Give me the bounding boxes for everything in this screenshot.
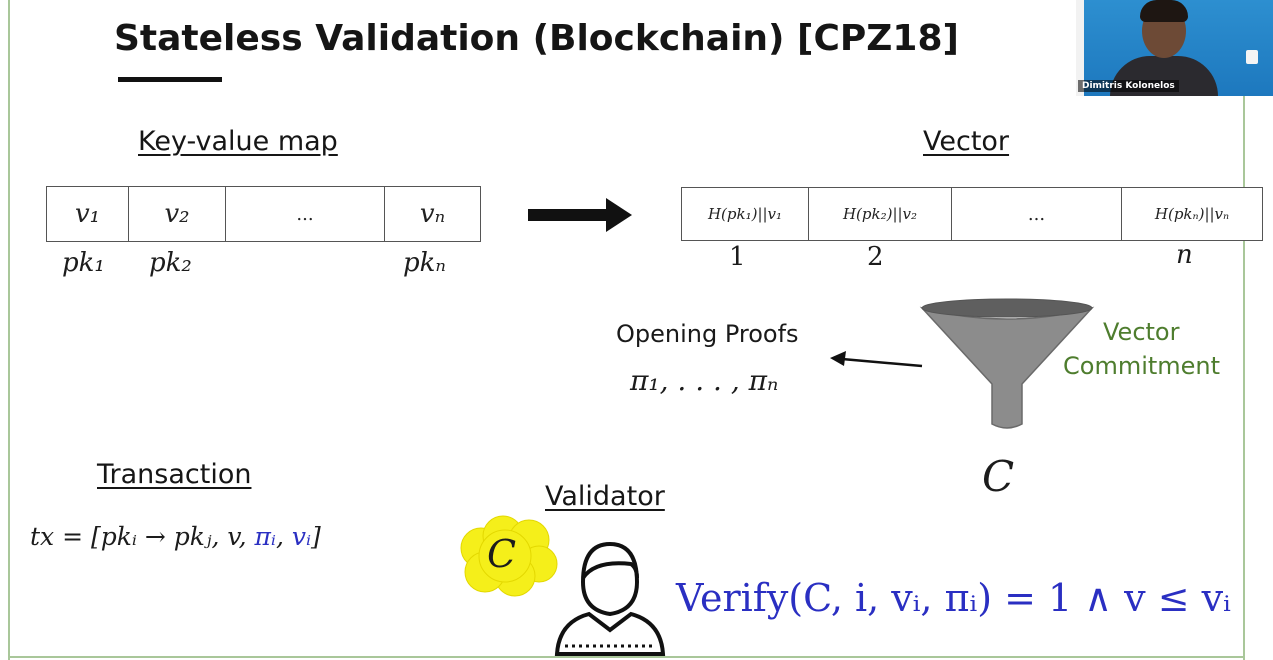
- vector-cell: H(pk₁)||v₁: [682, 188, 809, 240]
- keyvalue-cell: v₂: [129, 187, 226, 241]
- slide-border-left: [8, 0, 10, 660]
- vector-commitment-line1: Vector: [1103, 318, 1180, 346]
- key-label: pkₙ: [403, 248, 446, 278]
- commitment-symbol: C: [982, 452, 1015, 501]
- webcam-wall: [1076, 0, 1084, 96]
- slide-title: Stateless Validation (Blockchain) [CPZ18…: [114, 18, 959, 59]
- verify-formula: Verify(C, i, vᵢ, πᵢ) = 1 ∧ v ≤ vᵢ: [676, 576, 1231, 620]
- vector-cell: H(pk₂)||v₂: [809, 188, 952, 240]
- slide-border-right: [1243, 0, 1245, 660]
- vector-cell-ellipsis: ...: [952, 188, 1122, 240]
- validator-heading: Validator: [545, 481, 665, 512]
- transaction-heading: Transaction: [97, 459, 252, 490]
- vector-index: 2: [867, 242, 884, 272]
- webcam-background-device: [1246, 50, 1258, 64]
- vector-commitment-line2: Commitment: [1063, 352, 1221, 380]
- transaction-prefix: tx = [pkᵢ → pkⱼ, v,: [30, 522, 255, 551]
- keyvalue-cell-ellipsis: ...: [226, 187, 385, 241]
- cloud-icon: [460, 515, 558, 597]
- transaction-separator: ,: [275, 522, 292, 551]
- webcam-video[interactable]: Dimitris Kolonelos: [1076, 0, 1273, 96]
- vector-row: H(pk₁)||v₁ H(pk₂)||v₂ ... H(pkₙ)||vₙ: [681, 187, 1263, 241]
- transaction-suffix: ]: [311, 522, 321, 551]
- key-label: pk₂: [149, 248, 192, 278]
- webcam-participant-name: Dimitris Kolonelos: [1078, 80, 1179, 92]
- person-icon: [554, 541, 666, 656]
- keyvalue-heading: Key-value map: [138, 126, 338, 157]
- cloud-symbol: C: [487, 532, 517, 576]
- vector-cell: H(pkₙ)||vₙ: [1154, 205, 1230, 223]
- keyvalue-cell: vₙ: [419, 199, 446, 229]
- key-label: pk₁: [62, 248, 105, 278]
- vector-index: 1: [729, 242, 746, 272]
- vector-heading: Vector: [923, 126, 1010, 157]
- webcam-person-hair: [1140, 0, 1188, 22]
- transaction-proof: πᵢ: [254, 522, 276, 551]
- vector-index: n: [1176, 240, 1193, 270]
- left-arrow-icon: [830, 351, 923, 368]
- opening-proofs-formula: π₁, . . . , πₙ: [630, 364, 779, 397]
- keyvalue-map: v₁ v₂ ... vₙ: [46, 186, 481, 242]
- title-underline: [118, 77, 222, 82]
- transaction-value: vᵢ: [291, 522, 311, 551]
- right-arrow-icon: [528, 198, 632, 232]
- keyvalue-cell: v₁: [47, 187, 129, 241]
- opening-proofs-label: Opening Proofs: [616, 320, 799, 348]
- funnel-icon: [919, 298, 1095, 429]
- slide-border-bottom: [8, 656, 1245, 658]
- transaction-formula: tx = [pkᵢ → pkⱼ, v, πᵢ, vᵢ]: [30, 522, 321, 551]
